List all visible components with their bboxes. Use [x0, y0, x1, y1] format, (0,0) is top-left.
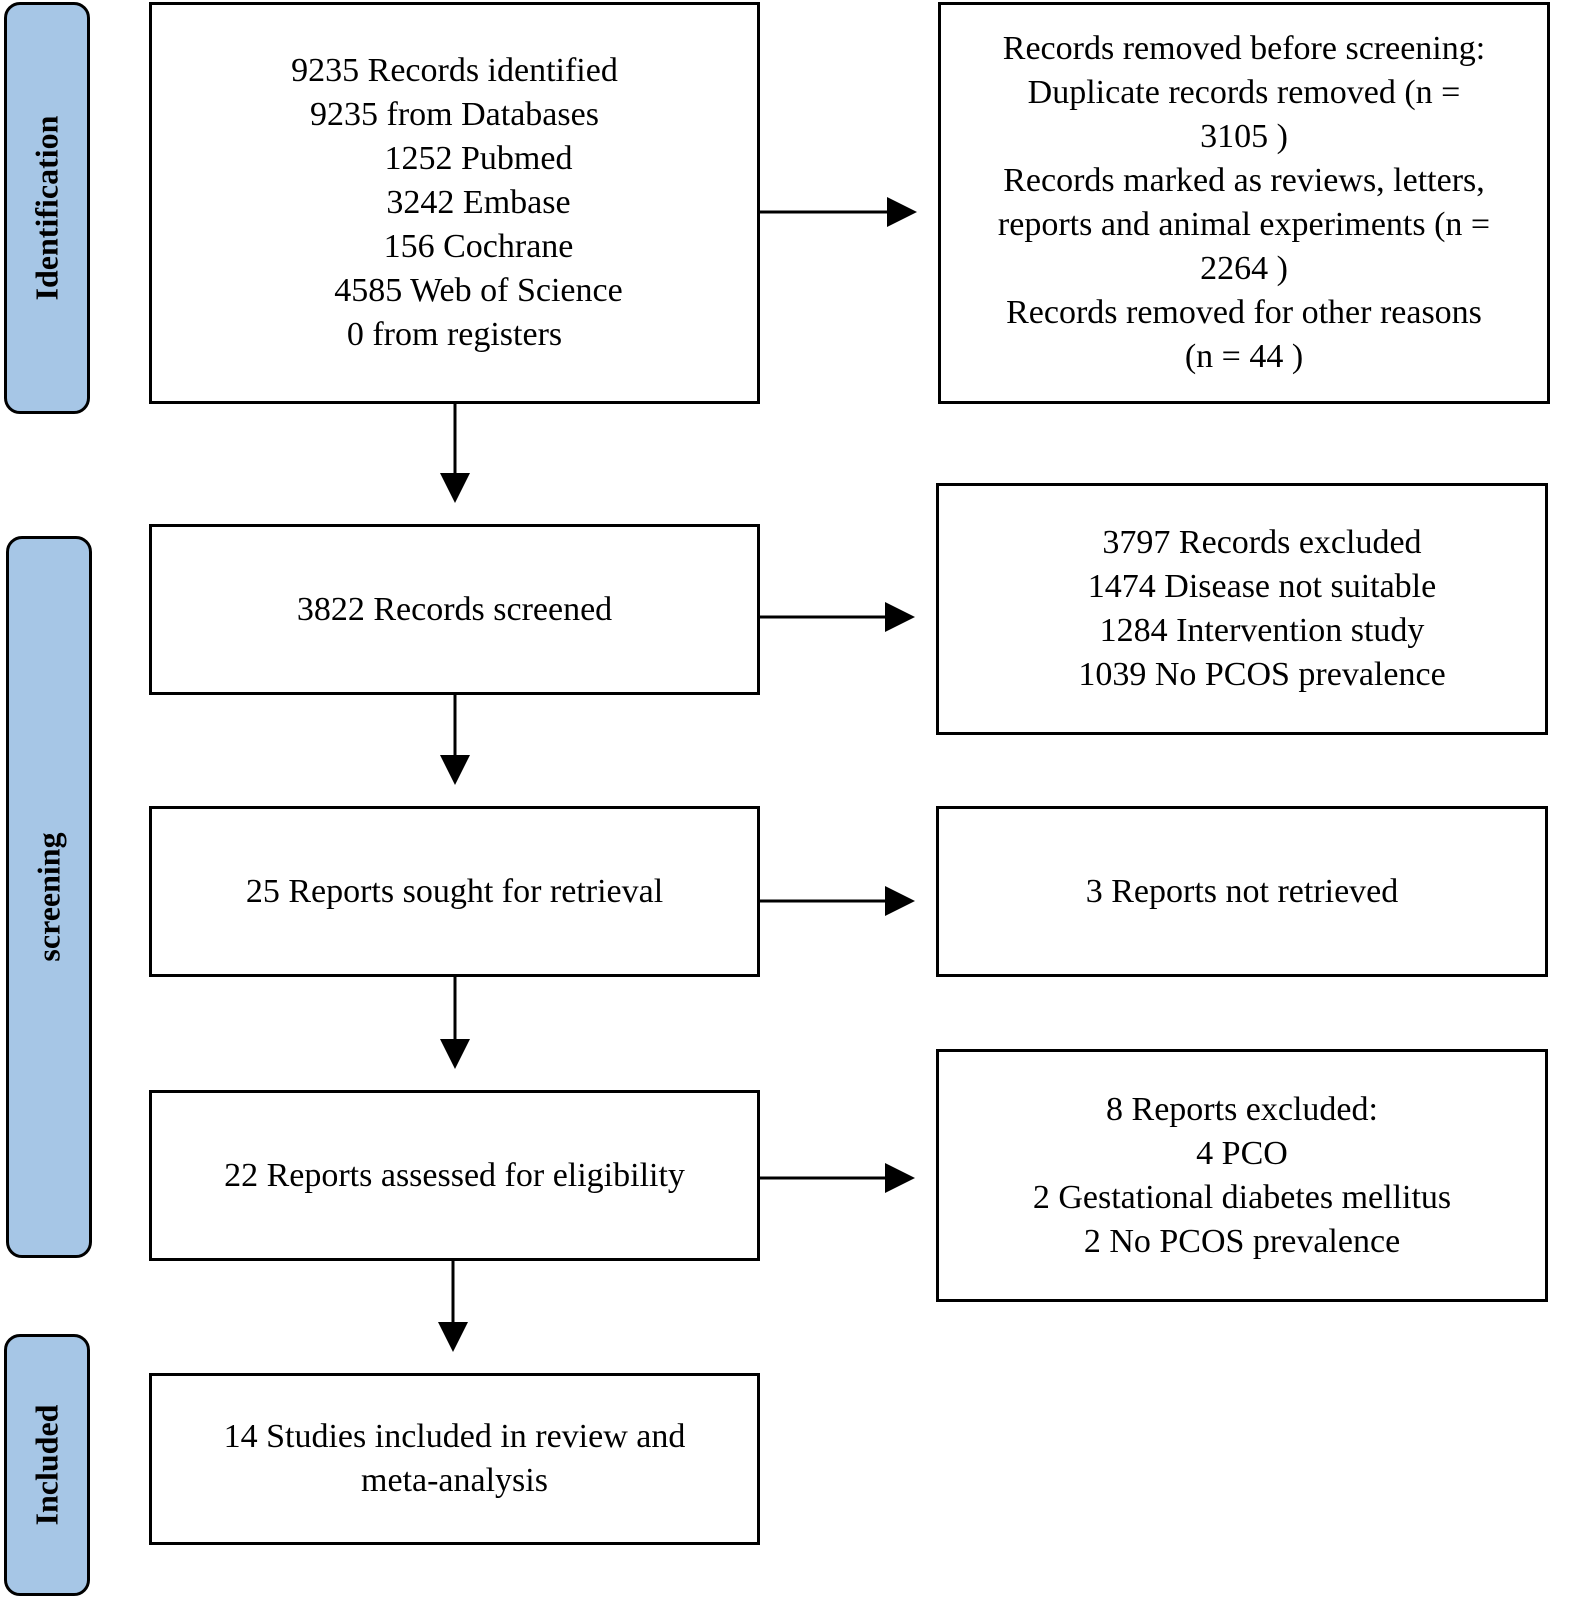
reports-excluded-line-gdm: 2 Gestational diabetes mellitus	[1032, 1178, 1452, 1216]
identified-line-total: 9235 Records identified	[291, 52, 618, 89]
included-line-2: meta-analysis	[361, 1462, 548, 1499]
identified-line-registers: 0 from registers	[346, 316, 563, 353]
excluded-line-disease: 1474 Disease not suitable	[1087, 568, 1437, 605]
identified-line-cochrane: 156 Cochrane	[383, 228, 574, 265]
reports-not-retrieved-box: 3 Reports not retrieved	[936, 806, 1548, 977]
studies-included-box: 14 Studies included in review and meta-a…	[149, 1373, 760, 1545]
phase-screening: screening	[6, 536, 92, 1258]
phase-screening-label: screening	[30, 832, 67, 962]
identified-line-wos: 4585 Web of Science	[334, 272, 623, 309]
records-identified-box: 9235 Records identified 9235 from Databa…	[149, 2, 760, 404]
phase-included-label: Included	[28, 1404, 65, 1526]
removed-line-reports-n: 2264 )	[1200, 250, 1288, 287]
reports-assessed-box: 22 Reports assessed for eligibility	[149, 1090, 760, 1261]
reports-excluded-line-pco: 4 PCO	[1196, 1134, 1288, 1172]
records-removed-box: Records removed before screening: Duplic…	[938, 2, 1550, 404]
excluded-line-intervention: 1284 Intervention study	[1099, 612, 1425, 649]
reports-sought-box: 25 Reports sought for retrieval	[149, 806, 760, 977]
reports-excluded-line-total: 8 Reports excluded:	[1106, 1090, 1378, 1128]
records-screened-box: 3822 Records screened	[149, 524, 760, 695]
records-excluded-box: 3797 Records excluded 1474 Disease not s…	[936, 483, 1548, 735]
excluded-line-total: 3797 Records excluded	[1102, 524, 1422, 561]
phase-identification-label: Identification	[28, 115, 65, 301]
removed-line-reports: reports and animal experiments (n =	[997, 206, 1491, 243]
not-retrieved-line: 3 Reports not retrieved	[1085, 872, 1399, 910]
removed-line-reviews: Records marked as reviews, letters,	[1003, 162, 1485, 199]
excluded-line-prevalence: 1039 No PCOS prevalence	[1078, 656, 1446, 693]
removed-line-duplicates-n: 3105 )	[1200, 118, 1288, 155]
reports-excluded-line-prevalence: 2 No PCOS prevalence	[1083, 1222, 1401, 1260]
removed-line-duplicates: Duplicate records removed (n =	[1027, 74, 1461, 111]
included-line-1: 14 Studies included in review and	[223, 1418, 686, 1455]
removed-line-other-n: (n = 44 )	[1184, 338, 1304, 375]
removed-line-other: Records removed for other reasons	[1006, 294, 1482, 331]
identified-line-pubmed: 1252 Pubmed	[384, 140, 573, 177]
identified-line-databases: 9235 from Databases	[310, 96, 599, 133]
sought-line: 25 Reports sought for retrieval	[245, 872, 664, 910]
assessed-line: 22 Reports assessed for eligibility	[224, 1156, 685, 1194]
screened-line: 3822 Records screened	[296, 590, 613, 628]
phase-included: Included	[4, 1334, 90, 1596]
identified-line-embase: 3242 Embase	[386, 184, 571, 221]
reports-excluded-box: 8 Reports excluded: 4 PCO 2 Gestational …	[936, 1049, 1548, 1302]
removed-line-heading: Records removed before screening:	[1002, 30, 1486, 67]
phase-identification: Identification	[4, 2, 90, 414]
